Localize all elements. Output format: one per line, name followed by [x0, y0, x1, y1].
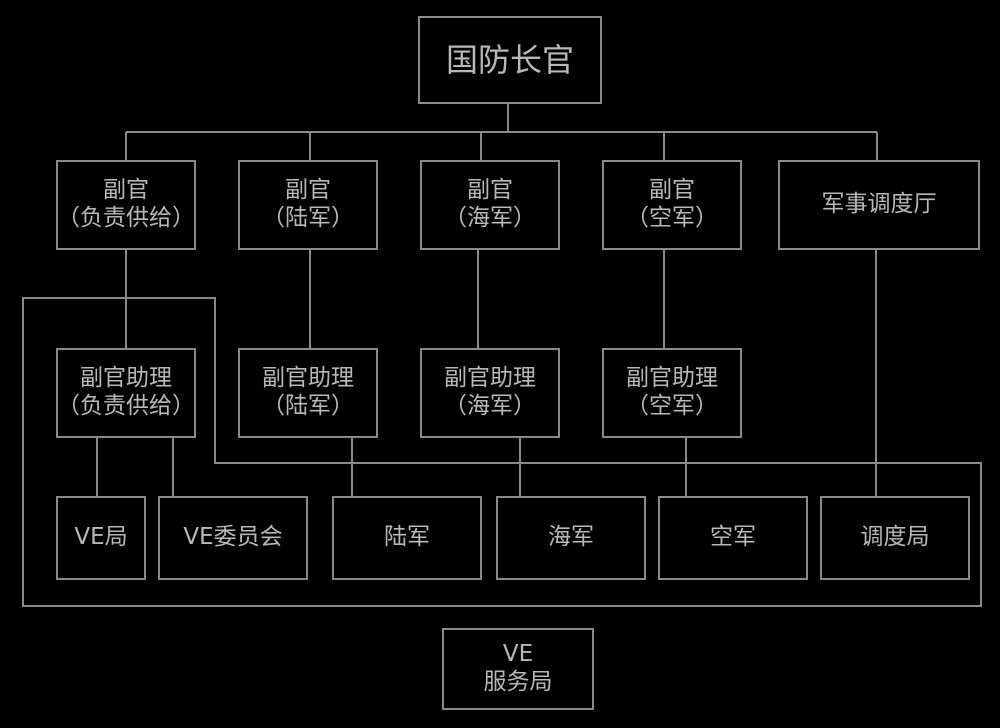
bureau-label: VE局 — [74, 524, 128, 551]
assistant-army-box: 副官助理 （陆军） — [238, 348, 378, 438]
dispatch-bureau-box: 调度局 — [820, 496, 970, 580]
deputy-title: 副官 — [467, 177, 513, 204]
deputy-airforce-box: 副官 （空军） — [602, 160, 742, 250]
ve-service-bureau-box: VE 服务局 — [442, 628, 594, 710]
ve-bureau-box: VE局 — [56, 496, 146, 580]
deputy-subtitle: （海军） — [444, 205, 536, 231]
assistant-supply-box: 副官助理 （负责供给） — [56, 348, 196, 438]
military-staff-label: 军事调度厅 — [821, 191, 937, 218]
assistant-airforce-box: 副官助理 （空军） — [602, 348, 742, 438]
airforce-bureau-box: 空军 — [658, 496, 808, 580]
secretary-of-defense-label: 国防长官 — [445, 40, 574, 79]
service-bureau-line1: VE — [502, 641, 534, 668]
deputy-navy-box: 副官 （海军） — [420, 160, 560, 250]
assistant-subtitle: （海军） — [444, 393, 536, 419]
deputy-supply-box: 副官 （负责供给） — [56, 160, 196, 250]
ve-committee-box: VE委员会 — [158, 496, 308, 580]
assistant-title: 副官助理 — [262, 365, 354, 392]
deputy-title: 副官 — [285, 177, 331, 204]
assistant-subtitle: （负责供给） — [57, 393, 195, 419]
deputy-subtitle: （空军） — [626, 205, 718, 231]
service-bureau-line2: 服务局 — [483, 669, 553, 695]
assistant-subtitle: （陆军） — [262, 393, 354, 419]
deputy-subtitle: （陆军） — [262, 205, 354, 231]
secretary-of-defense-box: 国防长官 — [418, 16, 602, 104]
bureau-label: 空军 — [710, 524, 756, 551]
assistant-navy-box: 副官助理 （海军） — [420, 348, 560, 438]
assistant-subtitle: （空军） — [626, 393, 718, 419]
assistant-title: 副官助理 — [80, 365, 172, 392]
bureau-label: 陆军 — [384, 524, 430, 551]
deputy-title: 副官 — [649, 177, 695, 204]
army-bureau-box: 陆军 — [332, 496, 482, 580]
bureau-label: 调度局 — [860, 524, 930, 551]
bureau-label: VE委员会 — [183, 524, 283, 551]
bureau-label: 海军 — [548, 524, 594, 551]
assistant-title: 副官助理 — [626, 365, 718, 392]
assistant-title: 副官助理 — [444, 365, 536, 392]
deputy-title: 副官 — [103, 177, 149, 204]
military-staff-box: 军事调度厅 — [778, 160, 980, 250]
navy-bureau-box: 海军 — [496, 496, 646, 580]
deputy-army-box: 副官 （陆军） — [238, 160, 378, 250]
deputy-subtitle: （负责供给） — [57, 205, 195, 231]
